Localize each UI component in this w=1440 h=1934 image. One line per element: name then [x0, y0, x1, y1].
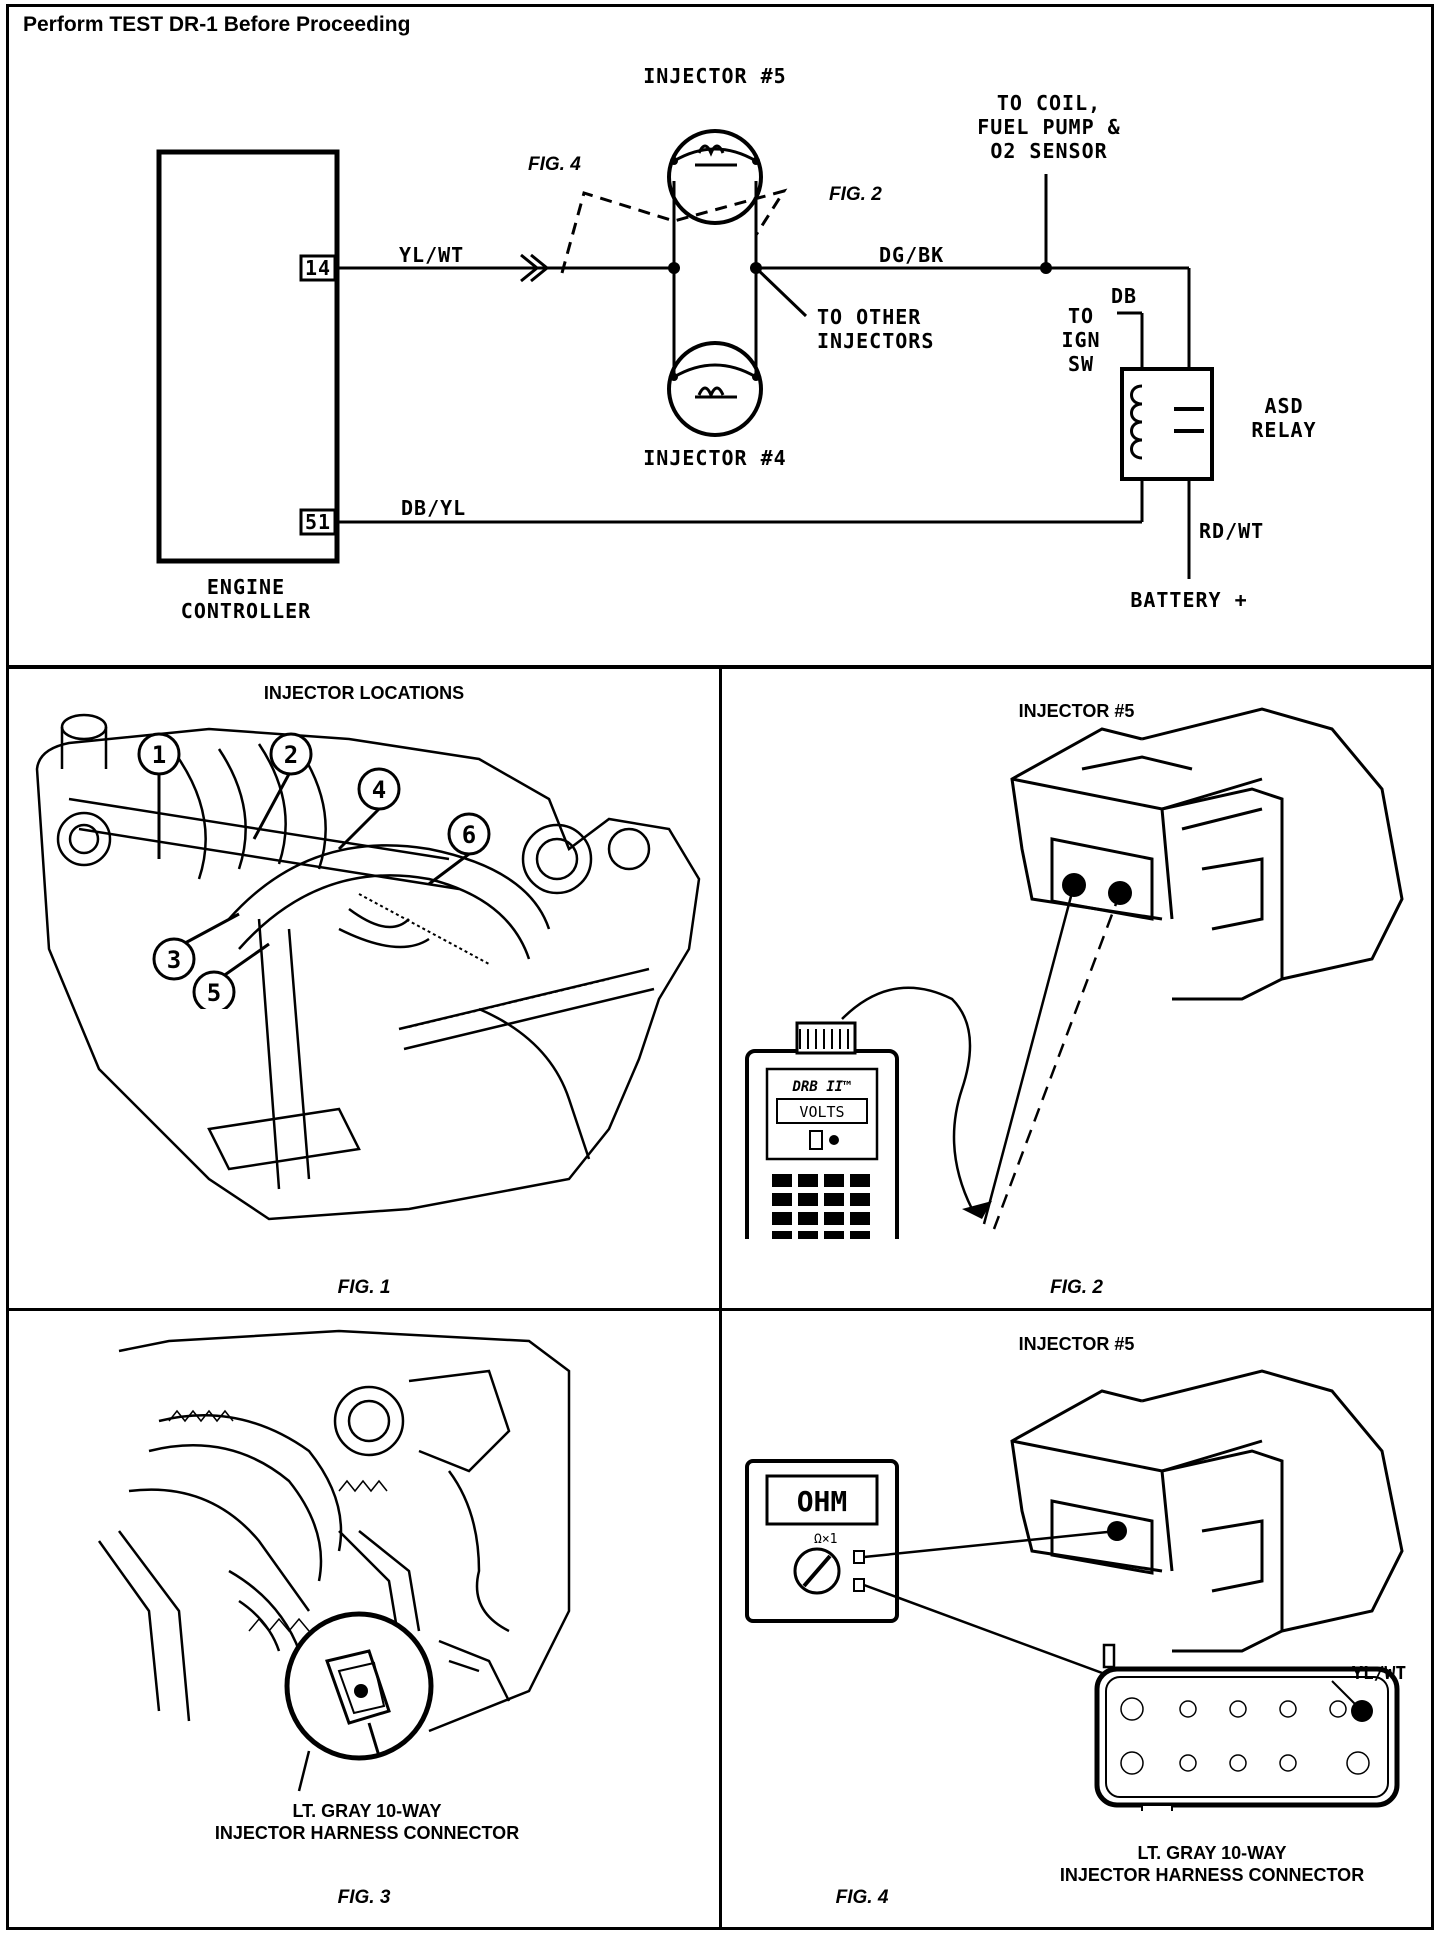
injector-4-symbol [667, 341, 763, 437]
fig4-caption: FIG. 4 [835, 1887, 889, 1908]
asd-label-2: RELAY [1251, 418, 1316, 442]
asd-label-1: ASD [1264, 394, 1303, 418]
page-title: Perform TEST DR-1 Before Proceeding [23, 13, 411, 36]
ecu-label-2: CONTROLLER [181, 599, 311, 623]
engine-controller-box [156, 149, 340, 564]
callout-2 [269, 732, 313, 776]
engine-injector-locations-drawing [35, 713, 701, 1221]
ecu-label-1: ENGINE [207, 575, 285, 599]
ohmmeter-connector-drawing: OHM Ω×1 YL/WT [745, 1369, 1406, 1811]
fig2-panel: INJECTOR #5 DRB II™ VOLTS [719, 666, 1434, 1311]
pin-14-label: 14 [305, 256, 331, 280]
asd-relay-box [1120, 367, 1214, 481]
header-bar: Perform TEST DR-1 Before Proceeding [6, 4, 1434, 44]
fig1-title: INJECTOR LOCATIONS [263, 683, 465, 703]
callout-1-label: 1 [152, 741, 166, 769]
drb-keypad [772, 1174, 870, 1239]
callout-1 [137, 732, 181, 776]
wire-dbyl-label: DB/YL [401, 496, 466, 520]
drb-brand: DRB II™ [791, 1079, 851, 1095]
callout-3 [152, 937, 196, 981]
fig2-caption: FIG. 2 [1050, 1277, 1103, 1298]
to-coil-label-2: FUEL PUMP & [977, 115, 1120, 139]
fig4-caption-line-2: INJECTOR HARNESS CONNECTOR [1059, 1865, 1365, 1885]
wire-ylwt-label: YL/WT [399, 243, 464, 267]
injector-4-label: INJECTOR #4 [643, 446, 786, 470]
harness-connector-location-drawing [97, 1329, 571, 1792]
injector-connector-drb-drawing: DRB II™ VOLTS [745, 707, 1404, 1239]
meter-display: OHM [797, 1485, 848, 1518]
fig1-callouts: 1 2 3 4 5 6 [137, 732, 491, 1009]
fig4-ref-label: FIG. 4 [528, 154, 581, 175]
battery-label: BATTERY + [1130, 588, 1247, 612]
injector-5-label: INJECTOR #5 [643, 64, 786, 88]
range-knob [793, 1547, 841, 1595]
callout-6-label: 6 [462, 821, 476, 849]
drb-display: VOLTS [799, 1103, 844, 1121]
callout-4 [357, 767, 401, 811]
to-coil-label-3: O2 SENSOR [990, 139, 1107, 163]
fig1-caption: FIG. 1 [337, 1277, 391, 1298]
fig3-panel: LT. GRAY 10-WAY INJECTOR HARNESS CONNECT… [6, 1308, 722, 1930]
to-ign-label-2: IGN [1061, 328, 1100, 352]
wire-dgbk-label: DG/BK [879, 243, 944, 267]
fig4-caption-line-1: LT. GRAY 10-WAY [1137, 1843, 1287, 1863]
wire-db-label: DB [1111, 284, 1137, 308]
to-coil-label-1: TO COIL, [997, 91, 1101, 115]
callout-5 [192, 970, 236, 1009]
callout-4-label: 4 [372, 776, 386, 804]
callout-6 [447, 812, 491, 856]
fig2-ref-label: FIG. 2 [829, 184, 882, 205]
callout-3-label: 3 [167, 946, 181, 974]
wiring-schematic-panel: 14 51 ENGINE CONTROLLER YL/WT INJECTOR #… [6, 41, 1434, 668]
pin-14-box [299, 254, 337, 282]
meter-range: Ω×1 [814, 1532, 837, 1547]
fig4-panel: INJECTOR #5 OHM Ω×1 YL/W [719, 1308, 1434, 1930]
injector-5-symbol [667, 129, 763, 225]
fig3-caption: FIG. 3 [337, 1887, 391, 1908]
fig-ref-dashed-lines [560, 188, 788, 274]
to-other-label-1: TO OTHER [817, 305, 921, 329]
fig1-panel: INJECTOR LOCATIONS [6, 666, 722, 1311]
callout-5-label: 5 [207, 979, 221, 1007]
fig3-connector-caption: LT. GRAY 10-WAY INJECTOR HARNESS CONNECT… [9, 1800, 725, 1844]
wiring-schematic: 14 51 ENGINE CONTROLLER YL/WT INJECTOR #… [156, 64, 1316, 623]
to-other-label-2: INJECTORS [817, 329, 934, 353]
connector-chevron [520, 253, 550, 283]
fig3-caption-line-2: INJECTOR HARNESS CONNECTOR [214, 1823, 520, 1843]
fig2-title: INJECTOR #5 [1018, 701, 1135, 721]
fig3-caption-line-1: LT. GRAY 10-WAY [292, 1801, 442, 1821]
fig4-connector-caption: LT. GRAY 10-WAY INJECTOR HARNESS CONNECT… [982, 1842, 1440, 1886]
to-ign-label-3: SW [1068, 352, 1094, 376]
fig4-wire-label: YL/WT [1352, 1663, 1406, 1684]
fig4-title: INJECTOR #5 [1018, 1334, 1135, 1354]
callout-2-label: 2 [284, 741, 298, 769]
relay-coil [1130, 384, 1143, 460]
to-ign-label-1: TO [1068, 304, 1094, 328]
pin-51-label: 51 [305, 510, 331, 534]
wire-rdwt-label: RD/WT [1199, 519, 1264, 543]
harness-connector-face [1094, 1666, 1400, 1808]
